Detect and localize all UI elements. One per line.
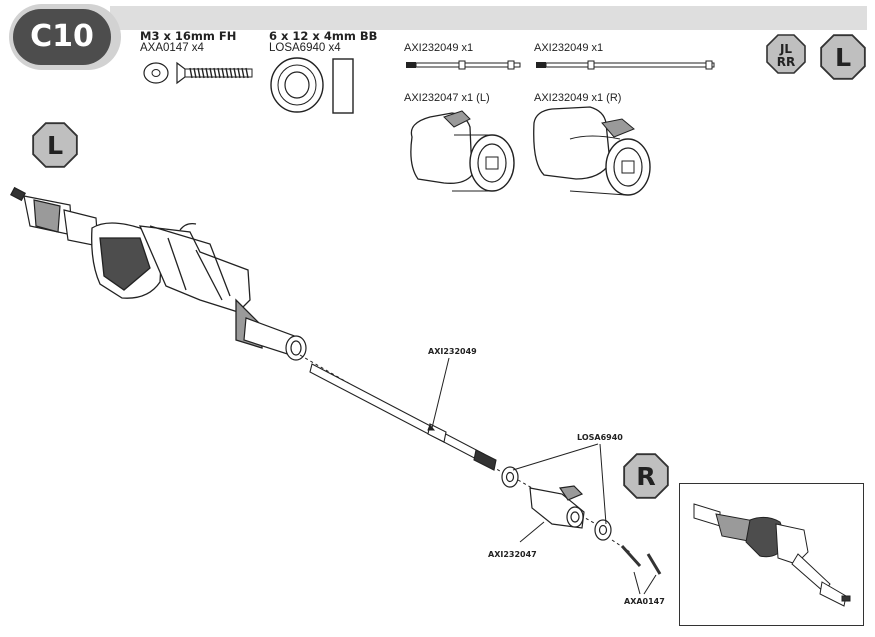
shaft-left-icon xyxy=(406,60,521,70)
inset-axle-illustration xyxy=(693,503,851,607)
header-bar xyxy=(110,6,867,30)
left-side-badge-icon: L xyxy=(32,122,78,168)
lr-icon-top-text: JL xyxy=(779,42,792,56)
callout-leaders xyxy=(427,357,657,595)
drive-cup xyxy=(529,485,585,529)
bearing-lower xyxy=(594,519,612,541)
bearing-face-icon xyxy=(270,57,324,113)
cup-left-label: AXI232047 x1 (L) xyxy=(404,92,490,104)
screw-part-name: M3 x 16mm FH xyxy=(140,29,237,43)
bearing-part-name: 6 x 12 x 4mm BB xyxy=(269,29,378,43)
screw-icon xyxy=(176,61,253,85)
left-hub-assembly xyxy=(10,186,99,247)
cup-callout-label: AXI232047 xyxy=(488,550,537,559)
screw-part-number: AXA0147 x4 xyxy=(140,42,204,54)
bearing-upper xyxy=(501,466,519,488)
axle-housing xyxy=(91,222,263,349)
shaft-right-icon xyxy=(536,60,715,70)
right-side-badge-icon: R xyxy=(623,453,669,499)
shaft-parts-illustration xyxy=(406,60,715,70)
cup-left-icon xyxy=(410,110,515,192)
cup-right-label: AXI232049 x1 (R) xyxy=(534,92,622,104)
bearing-illustration xyxy=(270,57,354,114)
front-rear-octagon-icon: JL RR xyxy=(766,34,806,74)
shaft-callout-label: AXI232049 xyxy=(428,347,477,356)
shaft-left-label: AXI232049 x1 xyxy=(404,42,474,54)
bearing-callout-label: LOSA6940 xyxy=(577,433,623,442)
washer-icon xyxy=(143,62,169,84)
bearing-side-icon xyxy=(332,58,354,114)
left-side-octagon-icon: L xyxy=(820,34,866,80)
screw-parts-illustration xyxy=(143,61,253,85)
shaft-right-label: AXI232049 x1 xyxy=(534,42,604,54)
screw-pair xyxy=(620,544,662,575)
step-number: C10 xyxy=(13,9,111,65)
bearing-part-number: LOSA6940 x4 xyxy=(269,42,341,54)
left-main-badge-text: L xyxy=(47,131,63,160)
axle-shaft xyxy=(309,363,497,471)
right-badge-text: R xyxy=(636,462,655,491)
lr-icon-bottom-text: RR xyxy=(777,55,795,69)
cup-right-icon xyxy=(533,106,651,196)
inset-reference-view xyxy=(679,483,864,626)
screw-callout-label: AXA0147 xyxy=(624,597,665,606)
axle-tube xyxy=(243,317,307,361)
left-top-badge-text: L xyxy=(835,43,851,72)
